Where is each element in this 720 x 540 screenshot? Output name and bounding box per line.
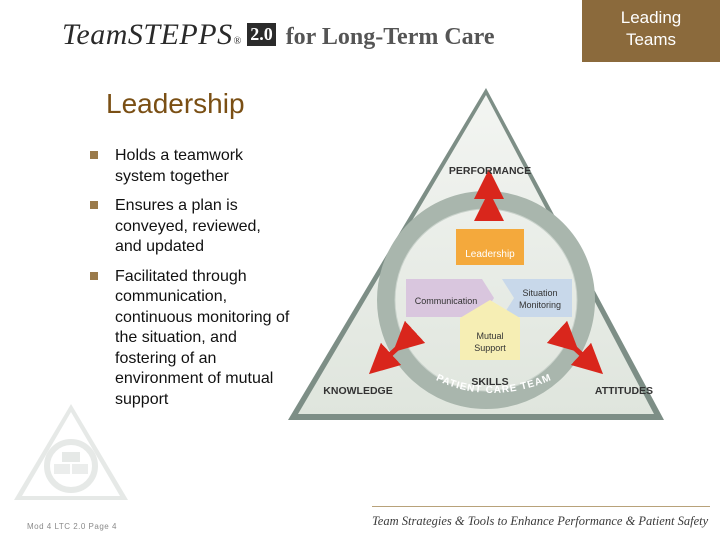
label-leadership: Leadership bbox=[465, 249, 515, 260]
bullet-item: Holds a teamwork system together bbox=[90, 146, 290, 187]
bullet-text: Facilitated through communication, conti… bbox=[115, 267, 290, 408]
communication-box bbox=[406, 279, 494, 317]
label-communication: Communication bbox=[415, 296, 478, 306]
teamstepps-triangle-diagram: PERFORMANCE KNOWLEDGE ATTITUDES SKILLS P… bbox=[288, 88, 664, 420]
arrow-knowledge bbox=[368, 320, 426, 375]
label-support: Support bbox=[474, 343, 506, 353]
label-attitudes: ATTITUDES bbox=[595, 385, 653, 397]
mutual-support-box bbox=[460, 300, 520, 360]
label-mutual: Mutual bbox=[476, 331, 503, 341]
label-monitoring: Monitoring bbox=[519, 300, 561, 310]
bullet-text: Holds a teamwork system together bbox=[115, 147, 244, 185]
module-label-line-1: Leading bbox=[620, 8, 682, 27]
module-label-line-2: Teams bbox=[625, 30, 677, 49]
bullet-item: Ensures a plan is conveyed, reviewed, an… bbox=[90, 196, 290, 258]
label-skills: SKILLS bbox=[471, 376, 508, 388]
bullet-list: Holds a teamwork system together Ensures… bbox=[90, 146, 290, 419]
watermark-triangle-icon bbox=[14, 404, 128, 500]
square-bullet-icon bbox=[90, 151, 98, 159]
arrow-attitudes bbox=[546, 320, 604, 375]
logo-registered-mark: ® bbox=[233, 36, 242, 47]
footer-tagline: Team Strategies & Tools to Enhance Perfo… bbox=[372, 514, 709, 528]
footer-page-ref: Mod 4 LTC 2.0 Page 4 bbox=[27, 522, 117, 531]
bullet-item: Facilitated through communication, conti… bbox=[90, 267, 290, 411]
square-bullet-icon bbox=[90, 201, 98, 209]
square-bullet-icon bbox=[90, 271, 98, 280]
bullet-text: Ensures a plan is conveyed, reviewed, an… bbox=[115, 197, 261, 255]
label-knowledge: KNOWLEDGE bbox=[323, 385, 392, 397]
module-label-box: Leading Teams bbox=[582, 0, 720, 62]
logo-subtitle: for Long-Term Care bbox=[285, 24, 495, 50]
logo-wordmark: TeamSTEPPS bbox=[62, 18, 233, 51]
label-situation: Situation bbox=[522, 288, 557, 298]
situation-monitoring-box bbox=[502, 279, 572, 317]
leadership-box bbox=[456, 229, 524, 265]
logo-version-badge: 2.0 bbox=[247, 23, 276, 46]
footer-divider bbox=[372, 506, 710, 507]
label-performance: PERFORMANCE bbox=[449, 165, 531, 177]
slide-title: Leadership bbox=[106, 88, 245, 119]
teamstepps-logo: TeamSTEPPS ® 2.0 for Long-Term Care bbox=[62, 18, 495, 62]
